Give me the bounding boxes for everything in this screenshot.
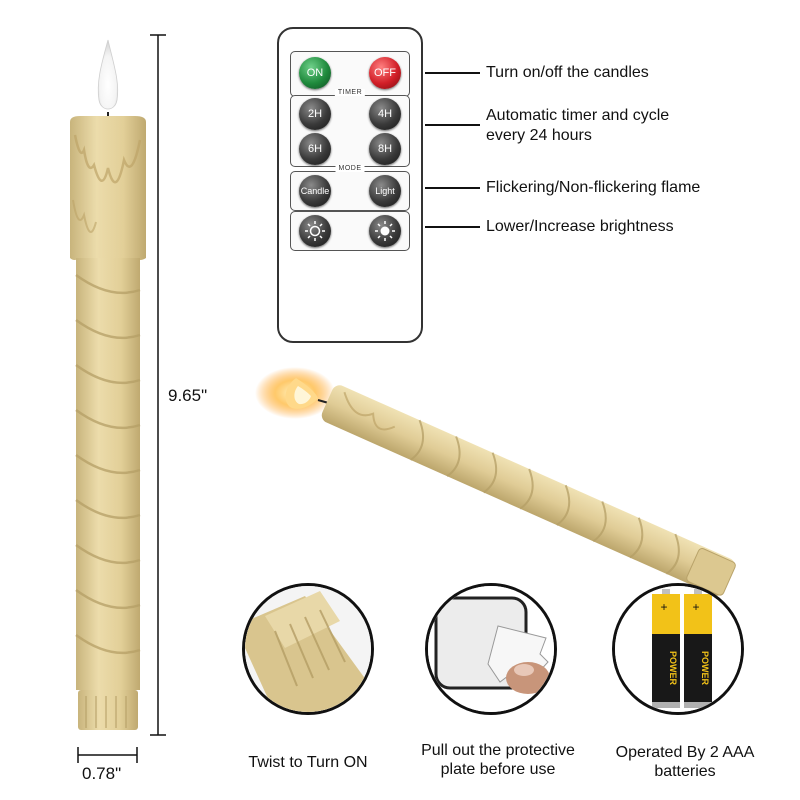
caption-batteries-line1: Operated By 2 AAA [615, 744, 755, 761]
mode-section-title: MODE [335, 165, 365, 172]
batteries-circle: + POWER + POWER [612, 583, 744, 715]
timer-6h-button[interactable]: 6H [299, 133, 331, 165]
callout-brightness: Lower/Increase brightness [486, 218, 674, 235]
svg-text:+: + [692, 600, 699, 614]
callout-mode: Flickering/Non-flickering flame [486, 179, 701, 196]
width-dimension-line [77, 747, 138, 763]
vertical-candle [70, 39, 146, 730]
caption-pull-line1: Pull out the protective [421, 742, 575, 759]
battery-right: + POWER [684, 589, 712, 708]
brightness-panel [290, 211, 410, 251]
candle-base-closeup [245, 586, 371, 712]
battery-pair: + POWER + POWER [615, 586, 741, 712]
width-label: 0.78" [82, 764, 122, 783]
timer-8h-button[interactable]: 8H [369, 133, 401, 165]
callout-timer-line2: every 24 hours [486, 127, 592, 144]
callout-timer-line1: Automatic timer and cycle [486, 107, 670, 124]
sun-filled-icon [375, 221, 395, 241]
caption-pull: Pull out the protective plate before use [398, 741, 598, 779]
height-dimension-line [150, 34, 166, 736]
caption-batteries-line2: batteries [654, 763, 716, 780]
svg-text:+: + [660, 600, 667, 614]
candle-flame [97, 39, 119, 110]
pull-tab-closeup [428, 586, 554, 712]
callout-power: Turn on/off the candles [486, 64, 649, 81]
sun-outline-icon [305, 221, 325, 241]
lit-candle [255, 367, 736, 596]
pull-tab-circle [425, 583, 557, 715]
candle-mode-button[interactable]: Candle [299, 175, 331, 207]
timer-2h-button[interactable]: 2H [299, 98, 331, 130]
mode-panel: MODE Candle Light [290, 165, 410, 211]
svg-text:POWER: POWER [700, 651, 710, 686]
height-label: 9.65" [168, 386, 208, 405]
timer-4h-button[interactable]: 4H [369, 98, 401, 130]
remote-control: ON OFF TIMER 2H 4H 6H 8H MODE Candle Lig… [277, 27, 423, 343]
svg-text:POWER: POWER [668, 651, 678, 686]
brightness-lower-button[interactable] [299, 215, 331, 247]
on-button[interactable]: ON [299, 57, 331, 89]
brightness-increase-button[interactable] [369, 215, 401, 247]
caption-pull-line2: plate before use [440, 761, 556, 778]
off-button[interactable]: OFF [369, 57, 401, 89]
caption-twist: Twist to Turn ON [248, 754, 368, 771]
twist-circle [242, 583, 374, 715]
callout-lines [425, 72, 480, 228]
timer-section-title: TIMER [334, 89, 366, 96]
timer-panel: TIMER 2H 4H 6H 8H [290, 89, 410, 167]
caption-batteries: Operated By 2 AAA batteries [600, 743, 770, 781]
light-mode-button[interactable]: Light [369, 175, 401, 207]
battery-left: + POWER [652, 589, 680, 708]
